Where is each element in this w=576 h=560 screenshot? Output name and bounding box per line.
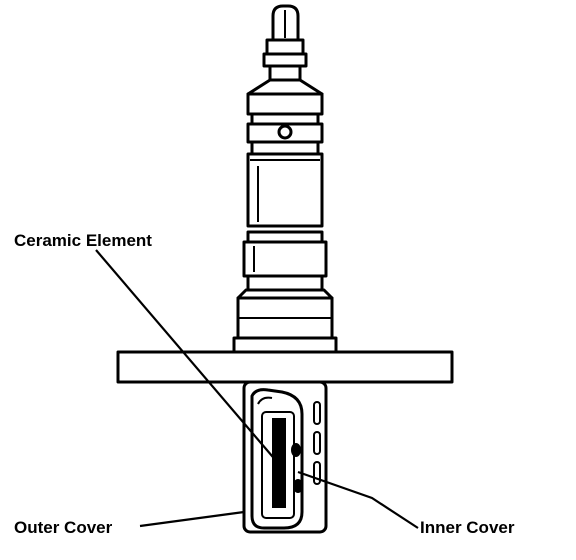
sensor-terminal: [262, 4, 308, 82]
mounting-flange: [116, 350, 454, 384]
sensor-upper-body: [246, 78, 324, 228]
inner-cover: [261, 411, 303, 519]
ceramic-element-leader: [95, 249, 285, 471]
inner-cover-leader: [297, 470, 419, 529]
ceramic-element-label: Ceramic Element: [14, 231, 152, 250]
sensor-lower-body: [232, 230, 338, 354]
outer-cover-leader: [139, 510, 245, 528]
outer-cover-label: Outer Cover: [14, 518, 113, 537]
inner-cover-label: Inner Cover: [420, 518, 515, 537]
